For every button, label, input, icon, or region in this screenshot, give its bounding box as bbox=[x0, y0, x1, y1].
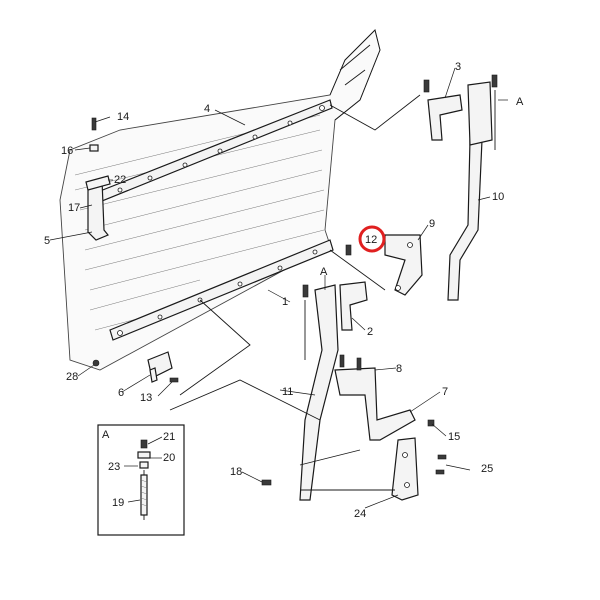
bracket-7-8 bbox=[334, 354, 435, 441]
callout-25: 25 bbox=[481, 463, 493, 475]
callout-19: 19 bbox=[112, 497, 124, 509]
mount-bracket-9 bbox=[384, 234, 423, 296]
callout-15: 15 bbox=[448, 431, 460, 443]
plate-24 bbox=[391, 437, 447, 501]
inset-leaders bbox=[124, 436, 163, 503]
callout-28: 28 bbox=[66, 371, 78, 383]
callout-8: 8 bbox=[396, 363, 402, 375]
callout-5: 5 bbox=[44, 235, 50, 247]
callout-7: 7 bbox=[442, 386, 448, 398]
lower-rail bbox=[109, 239, 334, 341]
detail-marker-a-top: A bbox=[516, 96, 524, 108]
left-hinge-bracket bbox=[85, 117, 111, 241]
callout-2: 2 bbox=[367, 326, 373, 338]
callout-16: 16 bbox=[61, 145, 73, 157]
callout-21: 21 bbox=[163, 431, 175, 443]
upper-hinge-arm bbox=[447, 74, 498, 301]
callout-leaders bbox=[49, 67, 508, 509]
callout-18: 18 bbox=[230, 466, 242, 478]
detail-marker-a-inset: A bbox=[102, 429, 110, 441]
callout-20: 20 bbox=[163, 452, 175, 464]
lower-hinge-arm bbox=[299, 284, 339, 501]
callout-22: 22 bbox=[114, 174, 126, 186]
callout-9: 9 bbox=[429, 218, 435, 230]
callout-14: 14 bbox=[117, 111, 129, 123]
callout-10: 10 bbox=[492, 191, 504, 203]
small-bracket bbox=[147, 351, 179, 383]
leader-lines bbox=[169, 94, 421, 491]
detail-inset-a bbox=[97, 424, 185, 536]
callout-6: 6 bbox=[118, 387, 124, 399]
callout-17: 17 bbox=[68, 202, 80, 214]
bracket-2 bbox=[339, 244, 368, 331]
callout-23: 23 bbox=[108, 461, 120, 473]
detail-marker-a-mid: A bbox=[320, 266, 328, 278]
callout-11: 11 bbox=[282, 386, 293, 398]
callout-12: 12 bbox=[365, 234, 377, 246]
fastener-18 bbox=[261, 479, 272, 486]
callout-1: 1 bbox=[282, 296, 288, 308]
fastener-28 bbox=[92, 359, 100, 367]
callout-3: 3 bbox=[455, 61, 461, 73]
callout-13: 13 bbox=[140, 392, 152, 404]
highlight-ring bbox=[358, 225, 386, 253]
callout-24: 24 bbox=[354, 508, 366, 520]
callout-4: 4 bbox=[204, 103, 210, 115]
hinge-mount-3 bbox=[423, 79, 463, 141]
